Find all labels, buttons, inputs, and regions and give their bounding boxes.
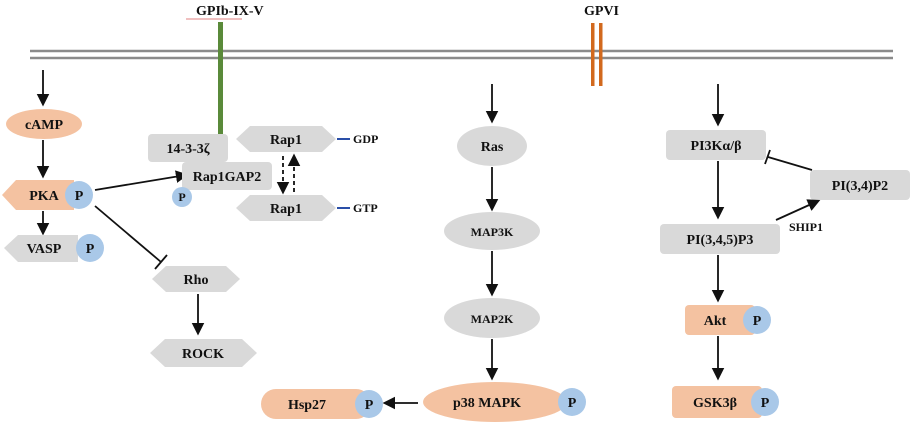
- svg-text:MAP3K: MAP3K: [471, 225, 514, 239]
- svg-text:P: P: [365, 398, 374, 413]
- svg-text:PKA: PKA: [29, 189, 59, 204]
- ship1-label: SHIP1: [789, 220, 823, 234]
- vasp-node: VASP: [4, 235, 78, 262]
- rap1gap2-phospho: P: [172, 187, 192, 207]
- svg-text:PI(3,4,5)P3: PI(3,4,5)P3: [687, 233, 754, 248]
- svg-text:GSK3β: GSK3β: [693, 396, 737, 411]
- gsk3b-node: GSK3β: [672, 386, 762, 418]
- svg-text:14-3-3ζ: 14-3-3ζ: [166, 142, 209, 157]
- pip3-node: PI(3,4,5)P3: [660, 224, 780, 254]
- svg-text:MAP2K: MAP2K: [471, 312, 514, 326]
- pi34p2-node: PI(3,4)P2: [810, 170, 910, 200]
- svg-text:p38 MAPK: p38 MAPK: [453, 396, 521, 411]
- svg-text:Rap1: Rap1: [270, 202, 302, 217]
- vasp-phospho: P: [76, 234, 104, 262]
- gpvi-label: GPVI: [584, 4, 619, 19]
- rap1-gtp-node: Rap1 GTP: [236, 195, 378, 221]
- svg-text:PI(3,4)P2: PI(3,4)P2: [832, 179, 888, 194]
- hsp27-node: Hsp27: [261, 389, 371, 419]
- akt-node: Akt: [685, 305, 755, 335]
- rho-node: Rho: [152, 266, 240, 292]
- pi34p2-inhibits-pi3k: [764, 149, 813, 171]
- svg-text:cAMP: cAMP: [25, 118, 64, 133]
- svg-text:Rap1GAP2: Rap1GAP2: [193, 170, 261, 185]
- cell-membrane: [30, 49, 893, 60]
- rap1-gdp-node: Rap1 GDP: [236, 126, 378, 152]
- rock-node: ROCK: [150, 339, 257, 367]
- svg-text:P: P: [75, 189, 84, 204]
- svg-text:ROCK: ROCK: [182, 347, 224, 362]
- gsk3b-phospho: P: [751, 388, 779, 416]
- pka-node: PKA: [2, 180, 74, 210]
- svg-text:GTP: GTP: [353, 201, 378, 215]
- pka-phospho: P: [65, 181, 93, 209]
- gpib-receptor: GPIb-IX-V: [186, 4, 264, 152]
- 14-3-3-zeta-node: 14-3-3ζ: [148, 134, 228, 162]
- svg-text:Rap1: Rap1: [270, 133, 302, 148]
- map3k-node: MAP3K: [444, 212, 540, 250]
- svg-text:Ras: Ras: [481, 140, 504, 155]
- gpib-label: GPIb-IX-V: [196, 4, 264, 19]
- svg-text:P: P: [568, 396, 577, 411]
- p38-mapk-node: p38 MAPK: [423, 382, 567, 422]
- svg-text:P: P: [753, 314, 762, 329]
- hsp27-phospho: P: [355, 390, 383, 418]
- svg-text:VASP: VASP: [27, 242, 62, 257]
- camp-node: cAMP: [6, 109, 82, 139]
- akt-phospho: P: [743, 306, 771, 334]
- svg-text:Akt: Akt: [704, 314, 727, 329]
- svg-text:P: P: [761, 396, 770, 411]
- pi3k-node: PI3Kα/β: [666, 130, 766, 160]
- svg-text:P: P: [178, 190, 185, 204]
- p38-phospho: P: [558, 388, 586, 416]
- svg-text:PI3Kα/β: PI3Kα/β: [691, 139, 742, 154]
- svg-text:P: P: [86, 242, 95, 257]
- gpvi-receptor: GPVI: [584, 4, 619, 86]
- svg-text:GDP: GDP: [353, 132, 378, 146]
- pka-inhibits-rho: [94, 205, 168, 270]
- svg-text:Rho: Rho: [184, 273, 209, 288]
- ras-node: Ras: [457, 126, 527, 166]
- rap1gap2-node: Rap1GAP2: [182, 162, 272, 190]
- svg-text:Hsp27: Hsp27: [288, 398, 326, 413]
- map2k-node: MAP2K: [444, 298, 540, 338]
